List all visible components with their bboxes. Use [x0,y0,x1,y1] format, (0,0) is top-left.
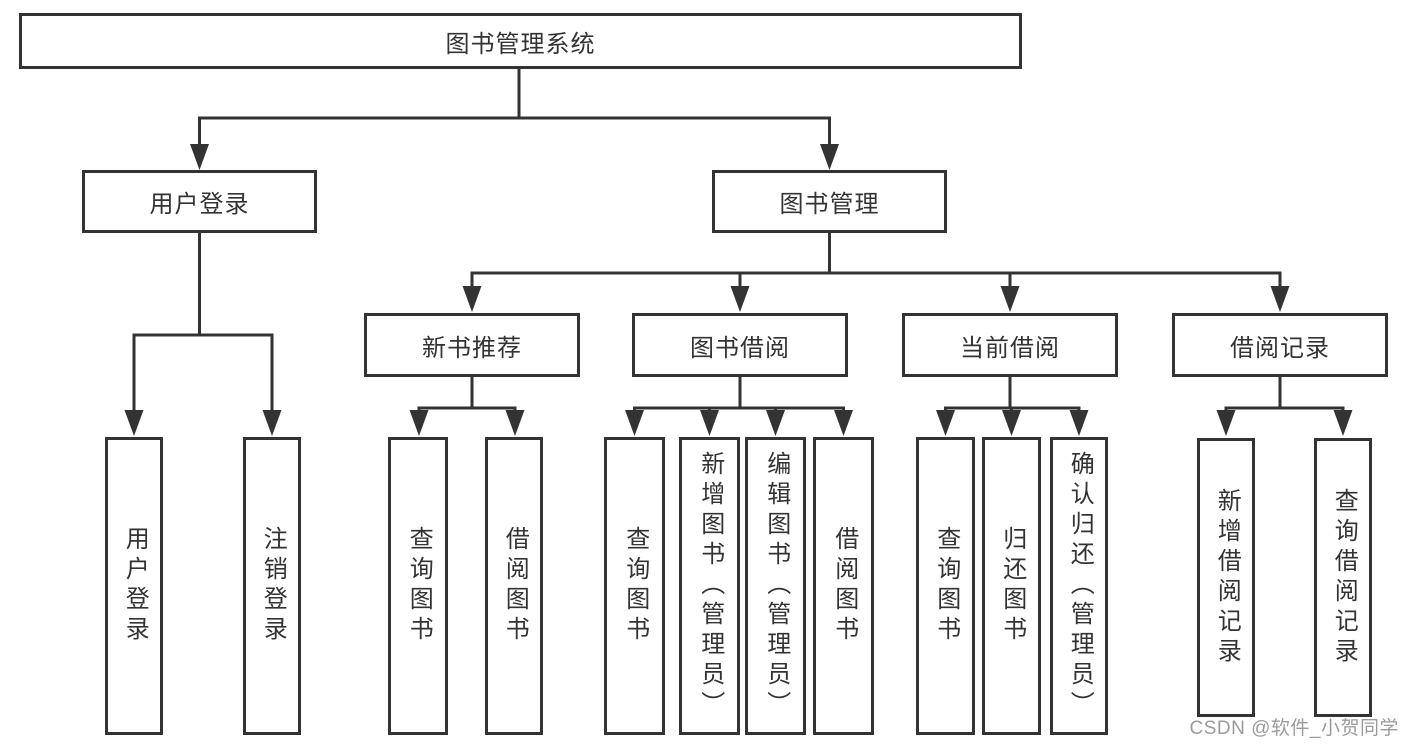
leaf-edit-books-admin: 编辑图书（管理员） [745,437,806,735]
leaf-label: 确认归还（管理员） [1066,451,1094,721]
node-user-login-label: 用户登录 [149,191,250,218]
leaf-label: 查询借阅记录 [1330,487,1358,668]
leaf-user-login: 用户登录 [105,437,163,735]
leaf-borrow-books: 借阅图书 [813,437,874,735]
leaf-query-books-borrow: 查询图书 [604,437,665,735]
leaf-add-borrow-record: 新增借阅记录 [1197,438,1255,717]
leaf-confirm-return-admin: 确认归还（管理员） [1050,437,1108,735]
node-borrow-records-label: 借阅记录 [1230,334,1330,362]
leaf-query-borrow-record: 查询借阅记录 [1314,438,1372,717]
leaf-label: 查询图书 [405,526,433,646]
leaf-label: 用户登录 [121,526,149,646]
leaf-label: 查询图书 [621,526,649,646]
leaf-label: 新增借阅记录 [1213,487,1241,668]
leaf-label: 借阅图书 [830,526,858,646]
leaf-label: 新增图书（管理员） [696,451,724,721]
leaf-label: 查询图书 [932,526,960,646]
node-root: 图书管理系统 [19,13,1022,69]
leaf-label: 借阅图书 [501,526,529,646]
node-borrow-records: 借阅记录 [1172,313,1388,377]
node-book-management: 图书管理 [712,170,947,233]
watermark-text: CSDN @软件_小贺同学 [1189,718,1399,739]
leaf-query-books-recommend: 查询图书 [388,437,448,735]
leaf-borrow-books-recommend: 借阅图书 [485,437,543,735]
leaf-logout: 注销登录 [243,437,301,735]
leaf-return-books: 归还图书 [982,437,1041,735]
leaf-query-books-current: 查询图书 [916,437,975,735]
node-book-borrow-label: 图书借阅 [690,334,790,362]
leaf-label: 归还图书 [998,526,1026,646]
node-current-borrow-label: 当前借阅 [960,334,1060,362]
node-user-login: 用户登录 [82,170,317,233]
node-current-borrow: 当前借阅 [902,313,1118,377]
leaf-label: 编辑图书（管理员） [762,451,790,721]
node-root-label: 图书管理系统 [445,30,596,58]
node-book-borrow: 图书借阅 [632,313,848,377]
node-new-book-recommend: 新书推荐 [364,313,580,377]
leaf-label: 注销登录 [259,526,287,646]
node-book-management-label: 图书管理 [779,191,880,218]
node-new-book-recommend-label: 新书推荐 [422,334,522,362]
leaf-add-books-admin: 新增图书（管理员） [679,437,740,735]
